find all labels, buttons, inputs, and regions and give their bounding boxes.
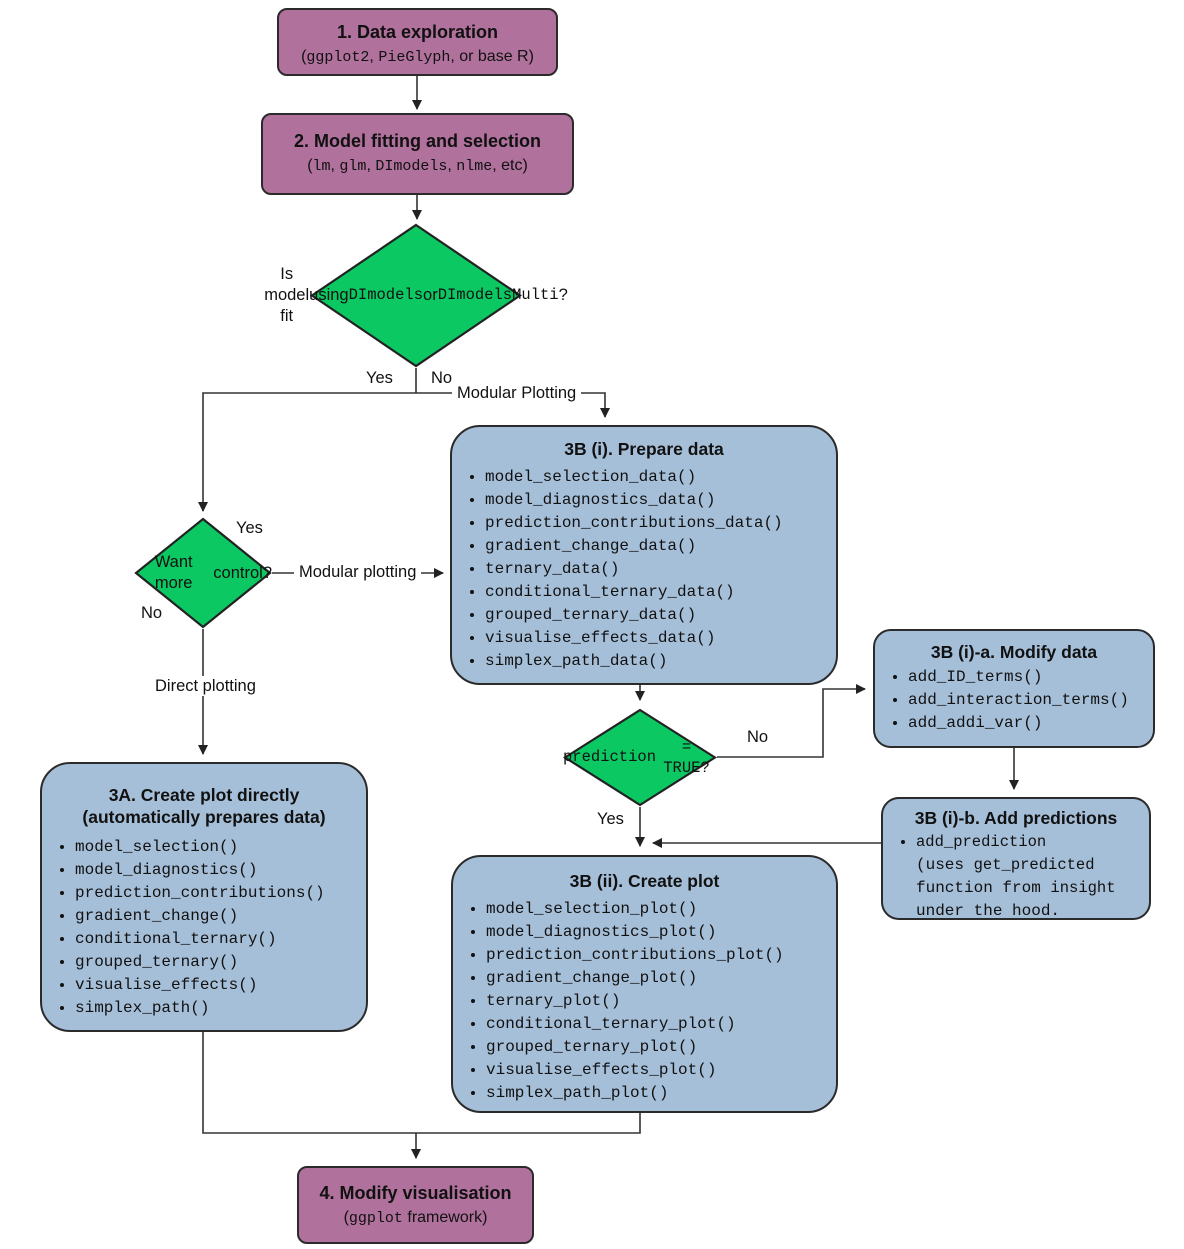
decision-text: prediction= TRUE?: [563, 737, 710, 777]
node-title: 2. Model fitting and selection: [293, 131, 542, 151]
edge-label-modular-plotting-top: Modular Plotting: [452, 383, 582, 403]
node-subtitle: (lm, glm, DImodels, nlme, etc): [307, 157, 528, 175]
function-item: add_prediction(uses get_predictedfunctio…: [916, 831, 1149, 923]
function-list: model_selection()model_diagnostics()pred…: [42, 836, 366, 1020]
node-title: 3B (i). Prepare data: [564, 439, 724, 459]
node-title-line1: 3A. Create plot directly: [108, 785, 300, 805]
node-create-plot-directly: 3A. Create plot directly (automatically …: [40, 762, 368, 1032]
node-title: 3B (i)-a. Modify data: [930, 642, 1098, 662]
edge-label-direct-plotting: Direct plotting: [150, 676, 261, 696]
diamond-shape: [134, 517, 272, 629]
node-modify-visualisation: 4. Modify visualisation (ggplot framewor…: [297, 1166, 534, 1244]
function-list: model_selection_plot()model_diagnostics_…: [453, 898, 836, 1105]
edge-label-yes-model-fit: Yes: [366, 369, 393, 387]
node-create-plot: 3B (ii). Create plot model_selection_plo…: [451, 855, 838, 1113]
node-title-line2: (automatically prepares data): [82, 807, 326, 827]
diamond-polygon: [563, 708, 717, 807]
decision-prediction: prediction= TRUE?: [563, 708, 717, 807]
node-title: 4. Modify visualisation: [319, 1183, 512, 1203]
function-list: add_ID_terms()add_interaction_terms()add…: [875, 666, 1153, 735]
diamond-polygon: [134, 517, 272, 629]
diamond-polygon: [310, 223, 522, 368]
node-data-exploration: 1. Data exploration (ggplot2, PieGlyph, …: [277, 8, 558, 76]
edge-label-yes-prediction: Yes: [597, 810, 624, 828]
edge-label-no-model-fit: No: [431, 369, 453, 387]
diamond-shape: [310, 223, 522, 368]
edge-label-no-prediction: No: [747, 728, 769, 746]
node-subtitle: (ggplot framework): [343, 1209, 488, 1227]
node-model-fitting: 2. Model fitting and selection (lm, glm,…: [261, 113, 574, 195]
edge-label-modular-plotting-mid: Modular plotting: [294, 562, 422, 582]
node-subtitle: (ggplot2, PieGlyph, or base R): [301, 48, 534, 66]
node-title: 3B (ii). Create plot: [569, 871, 720, 891]
node-title: 3B (i)-b. Add predictions: [914, 808, 1118, 828]
function-list: model_selection_data()model_diagnostics_…: [452, 466, 836, 673]
edge-label-no-more-control: No: [141, 604, 163, 622]
node-prepare-data: 3B (i). Prepare data model_selection_dat…: [450, 425, 838, 685]
diamond-shape: [563, 708, 717, 807]
node-title: 1. Data exploration: [336, 22, 499, 42]
edge-label-yes-more-control: Yes: [236, 519, 263, 537]
node-add-predictions: 3B (i)-b. Add predictions add_prediction…: [881, 797, 1151, 920]
node-modify-data: 3B (i)-a. Modify data add_ID_terms()add_…: [873, 629, 1155, 748]
